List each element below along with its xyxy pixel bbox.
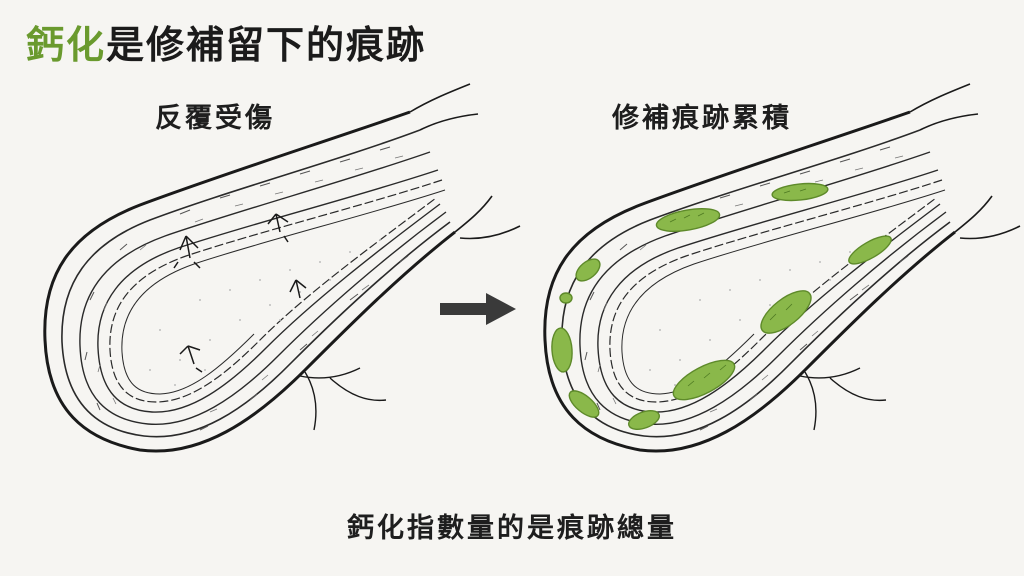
right-vessel xyxy=(543,82,1022,453)
plaque xyxy=(848,235,892,265)
plaque xyxy=(628,410,660,430)
calcified-plaques xyxy=(551,182,892,430)
plaque xyxy=(760,290,812,334)
plaque xyxy=(655,207,721,233)
plaque xyxy=(551,327,573,373)
plaque xyxy=(568,390,600,418)
title-rest: 是修補留下的痕跡 xyxy=(106,23,427,67)
right-arrow-icon xyxy=(440,293,516,325)
page-title: 鈣化是修補留下的痕跡 xyxy=(26,14,426,69)
plaque xyxy=(559,292,573,304)
plaque xyxy=(672,359,736,401)
caption: 鈣化指數量的是痕跡總量 xyxy=(347,513,677,544)
injury-spark-icon xyxy=(267,213,289,243)
injury-spark-icon xyxy=(289,279,307,299)
plaque xyxy=(575,258,601,282)
plaque xyxy=(771,182,829,202)
right-panel-label: 修補痕跡累積 xyxy=(612,103,792,134)
title-accent: 鈣化 xyxy=(26,23,107,67)
left-vessel xyxy=(43,82,522,453)
left-panel-label: 反覆受傷 xyxy=(155,103,275,134)
injury-spark-icon xyxy=(179,345,203,373)
injury-spark-icon xyxy=(173,235,201,269)
